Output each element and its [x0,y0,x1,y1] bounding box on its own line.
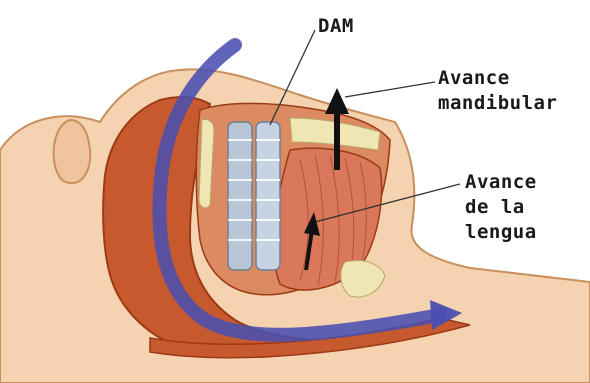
mandibular-advance-label: Avance mandibular [438,66,557,116]
tongue-advance-label: Avance de la lengua [465,170,537,245]
ear [54,120,91,183]
mandibular-leader-line [345,82,435,97]
dam-label: DAM [318,14,354,39]
